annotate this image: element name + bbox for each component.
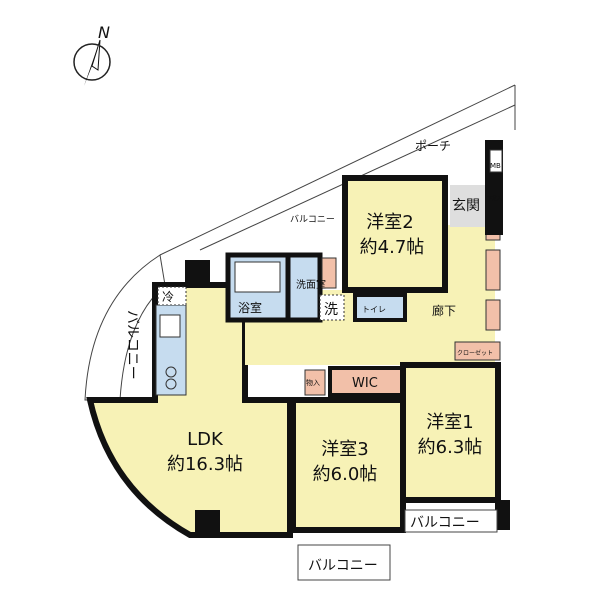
storage (485, 299, 501, 331)
washroom (285, 252, 323, 323)
mb-label: MB (490, 162, 501, 170)
fridge-label: 冷 (162, 290, 174, 304)
wic-label: WIC (352, 376, 378, 391)
closet-small (321, 257, 337, 289)
room-2 (342, 175, 448, 293)
fridge-space (157, 286, 187, 306)
toilet (353, 293, 407, 322)
stove-icon (165, 366, 177, 378)
top-balcony-label: バルコニー (290, 214, 335, 225)
room2-label: 洋室2 (366, 212, 413, 233)
room-3 (290, 397, 406, 533)
wic (328, 366, 407, 397)
mb-box (489, 149, 503, 173)
washroom-label: 洗面室 (296, 278, 326, 291)
ldk-label: LDK (187, 429, 224, 450)
compass-label: N (98, 23, 110, 42)
room1-size: 約6.3帖 (418, 437, 483, 458)
porch-line (159, 84, 516, 256)
left-balcony (84, 254, 166, 401)
room1-label: 洋室1 (426, 412, 473, 433)
bottom-balcony-label: バルコニー (308, 558, 378, 574)
storage-label: 物入 (306, 378, 320, 387)
storage (304, 369, 326, 396)
bottom-balcony (297, 544, 391, 581)
room3-size: 約6.0帖 (313, 464, 378, 485)
washer-label: 洗 (324, 302, 338, 318)
room3-label: 洋室3 (321, 439, 368, 460)
closet-label: クローゼット (457, 349, 493, 357)
right-balcony-label: バルコニー (410, 515, 480, 531)
washer-space (319, 294, 345, 321)
north-compass-icon: N (73, 23, 111, 86)
bathtub (234, 261, 281, 293)
room-1 (400, 362, 501, 503)
entrance-label: 玄関 (452, 197, 480, 214)
shoe-storage-label: 下足入 (487, 196, 502, 202)
porch-label: ポーチ (415, 139, 451, 153)
ldk-size: 約16.3帖 (167, 454, 243, 475)
room2-size: 約4.7帖 (360, 237, 425, 258)
hall-label: 廊下 (432, 303, 456, 318)
bath-label: 浴室 (238, 300, 262, 315)
sink-icon (159, 314, 181, 338)
right-balcony (404, 509, 498, 533)
closet (454, 341, 501, 361)
left-balcony-label: バルコニー (124, 310, 140, 380)
toilet-label: トイレ (362, 305, 386, 314)
entrance (450, 185, 485, 227)
storage (485, 249, 501, 291)
